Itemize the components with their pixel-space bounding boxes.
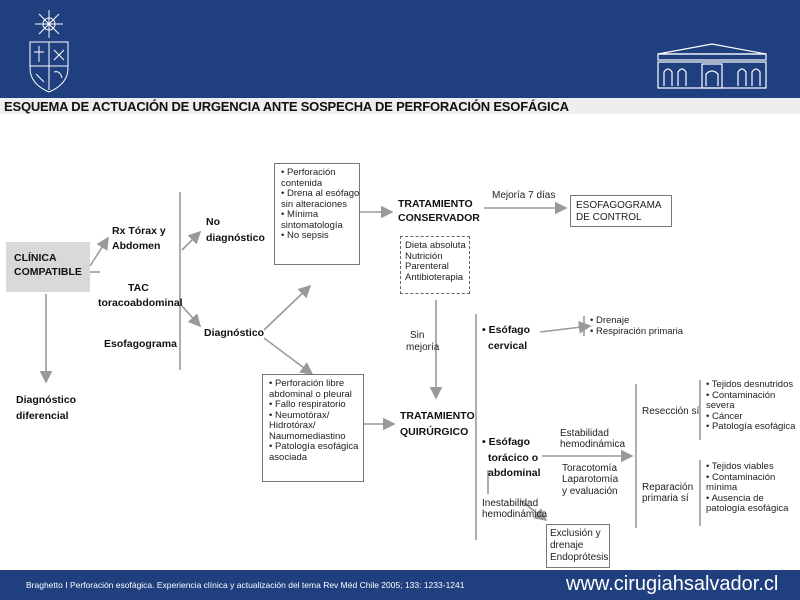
sin-mejoria-label-2: mejoría (406, 342, 440, 353)
list-item: sintomatología (281, 219, 343, 231)
exclusion-label-2: drenaje (550, 540, 584, 551)
toracico-label-3: abdominal (488, 467, 541, 479)
quirurgico-label-2: QUIRÚRGICO (400, 426, 469, 438)
list-item: Parenteral (405, 261, 449, 272)
cervical-treatment-list: • Drenaje • Respiración primaria (590, 315, 684, 337)
title-bar (0, 98, 800, 114)
cervical-label-1: • Esófago (482, 324, 531, 336)
diferencial-label-2: diferencial (16, 410, 69, 422)
reseccion-criteria-list: • Tejidos desnutridos • Contaminación se… (706, 379, 796, 433)
toracotomia-label-2: Laparotomía (562, 474, 619, 485)
list-item: • Fallo respiratorio (269, 399, 346, 410)
toracico-label-2: torácico o (488, 452, 539, 464)
list-item: Nutrición (405, 250, 443, 262)
exclusion-label-1: Exclusión y (550, 528, 601, 539)
reparacion-label-2: primaria sí (642, 493, 689, 504)
clinica-label-1: CLÍNICA (14, 252, 57, 264)
list-item: Dieta absoluta (405, 240, 466, 251)
control-label-2: DE CONTROL (576, 212, 642, 223)
diagram-title: ESQUEMA DE ACTUACIÓN DE URGENCIA ANTE SO… (4, 99, 569, 114)
no-diagnostico-criteria-box: • Perforación contenida • Drena al esófa… (274, 163, 360, 265)
list-item: sin alteraciones (281, 198, 348, 210)
clinica-label-2: COMPATIBLE (14, 266, 82, 278)
mejoria-label: Mejoría 7 días (492, 190, 556, 201)
diagnostico-criteria-box: • Perforación libre abdominal o pleural … (262, 374, 364, 482)
list-item: • Drena al esófago (281, 188, 360, 199)
list-item: • Perforación libre (269, 378, 345, 389)
conservador-label-1: TRATAMIENTO (398, 198, 473, 210)
citation-text: Braghetto I Perforación esofágica. Exper… (26, 580, 465, 590)
hospital-building-logo (657, 43, 767, 89)
list-item: • Contaminación (706, 471, 776, 483)
list-item: • Drenaje (590, 315, 630, 326)
rx-label-2: Abdomen (112, 240, 161, 252)
sin-mejoria-label-1: Sin (410, 330, 425, 341)
esofagograma-label: Esofagograma (104, 338, 177, 350)
list-item: • Tejidos viables (706, 461, 774, 472)
list-item: contenida (281, 177, 323, 189)
diferencial-label-1: Diagnóstico (16, 394, 77, 406)
list-item: Antibioterapia (405, 271, 464, 283)
exclusion-label-3: Endoprótesis (550, 552, 609, 563)
list-item: abdominal o pleural (269, 388, 352, 400)
estabilidad-label-2: hemodinámica (560, 439, 626, 450)
list-item: asociada (269, 451, 308, 463)
tac-label-2: toracoabdominal (98, 297, 183, 309)
website-link[interactable]: www.cirugiahsalvador.cl (566, 573, 779, 595)
reparacion-criteria-list: • Tejidos viables • Contaminación mínima… (706, 461, 789, 515)
inestabilidad-label-1: Inestabilidad (482, 498, 539, 509)
list-item: • Patología esofágica (706, 421, 796, 432)
toracotomia-label-1: Toracotomía (562, 463, 618, 474)
rx-label-1: Rx Tórax y (112, 225, 166, 237)
list-item: • Tejidos desnutridos (706, 379, 794, 390)
list-item: patología esofágica (706, 503, 789, 514)
list-item: • Respiración primaria (590, 325, 684, 337)
no-diagnostico-label-1: No (206, 216, 220, 228)
list-item: • Mínima (281, 209, 319, 220)
inestabilidad-label-2: hemodinámica (482, 509, 548, 520)
list-item: Naumomediastino (269, 430, 346, 442)
list-item: Hidrotórax/ (269, 420, 316, 431)
list-item: mínima (706, 482, 738, 493)
list-item: • Contaminación (706, 389, 776, 401)
dieta-box: Dieta absoluta Nutrición Parenteral Anti… (400, 236, 470, 294)
quirurgico-label-1: TRATAMIENTO (400, 410, 475, 422)
reparacion-label-1: Reparación (642, 482, 694, 493)
list-item: • Neumotórax/ (269, 409, 330, 421)
diagnostico-label: Diagnóstico (204, 327, 265, 339)
conservador-label-2: CONSERVADOR (398, 212, 480, 224)
esofagograma-control-box (570, 195, 672, 227)
list-item: • Cáncer (706, 410, 743, 422)
footer-bar (0, 570, 800, 600)
tac-label-1: TAC (128, 282, 149, 294)
list-item: • Perforación (281, 167, 336, 178)
estabilidad-label-1: Estabilidad (560, 428, 609, 439)
control-label-1: ESOFAGOGRAMA (576, 200, 662, 211)
reseccion-label: Resección sí (642, 406, 700, 417)
list-item: • Ausencia de (706, 492, 764, 504)
cervical-label-2: cervical (488, 340, 528, 352)
header-bar (0, 0, 800, 98)
toracotomia-label-3: y evaluación (562, 486, 618, 497)
clinica-compatible-box (6, 242, 90, 292)
list-item: • Patología esofágica (269, 441, 359, 452)
no-diagnostico-label-2: diagnóstico (206, 232, 265, 244)
list-item: severa (706, 400, 735, 411)
exclusion-box (546, 524, 610, 568)
list-item: • No sepsis (281, 230, 329, 241)
university-crest-logo (29, 10, 69, 93)
toracico-label-1: • Esófago (482, 436, 531, 448)
